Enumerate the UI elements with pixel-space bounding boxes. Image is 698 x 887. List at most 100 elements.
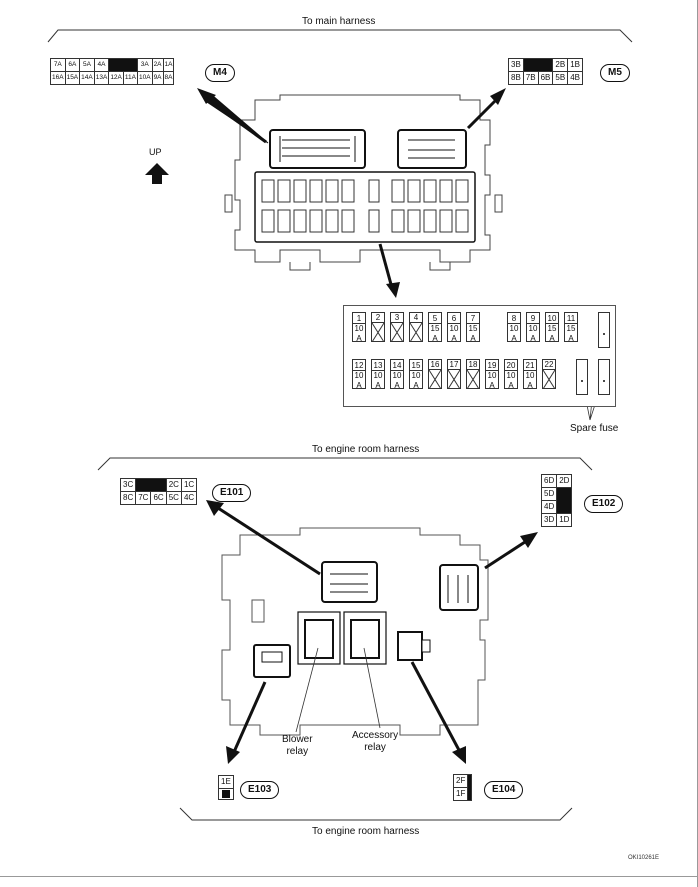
pin-cell: 16A: [50, 71, 66, 85]
engine-harness-label-bottom: To engine room harness: [312, 826, 420, 837]
pin-cell: 6B: [537, 71, 554, 85]
e102-connector-housing: [439, 564, 479, 611]
pin-cell: 14A: [79, 71, 95, 85]
fuse-number: 16: [429, 360, 441, 370]
pin-cell: 12A: [108, 71, 124, 85]
m4-connector-housing: [269, 129, 366, 169]
m5-connector-housing: [397, 129, 467, 169]
blower-relay-line2: relay: [286, 746, 309, 757]
fuse-unit: A: [489, 380, 495, 390]
up-arrow: [145, 163, 169, 184]
fuse-slot-16: 16: [428, 359, 442, 389]
m4-badge: M4: [205, 64, 235, 82]
fuse-slot-18: 18: [466, 359, 480, 389]
fuse-unit: A: [549, 333, 555, 343]
fuse-number: 18: [467, 360, 479, 370]
e104-connector-pinout: 2F 1F: [452, 774, 473, 801]
bottom-junction-block-outline: [221, 527, 489, 736]
fuse-slot-22: 22: [542, 359, 556, 389]
pin-cell: 5A: [79, 58, 95, 72]
empty-slot-cross: [410, 323, 422, 342]
spare-fuse-label: Spare fuse: [570, 423, 619, 434]
pin-cell: 4C: [180, 491, 198, 505]
e101-connector-housing: [321, 561, 378, 603]
pin-cell: 2A: [151, 58, 164, 72]
pin-cell: 13A: [93, 71, 110, 85]
fuse-unit: A: [356, 333, 362, 343]
fuse-number: 13: [372, 361, 384, 371]
fuse-number: 9: [527, 314, 539, 324]
pin-cell: 1E: [218, 775, 234, 789]
fuse-slot-3: 3: [390, 312, 404, 342]
fuse-number: 3: [391, 313, 403, 323]
blower-relay-line1: Blower: [282, 734, 313, 745]
fuse-amperage: 15: [547, 324, 557, 333]
m4-connector-pinout: 7A 6A 5A 4A 3A 2A 1A 16A 15A 14A 13A 12A…: [50, 58, 175, 85]
pin-cell: 4B: [567, 71, 583, 85]
e104-connector-housing: [397, 631, 423, 661]
pin-cell: 11A: [122, 71, 138, 85]
fuse-unit: A: [432, 333, 438, 343]
fuse-number: 1: [353, 314, 365, 324]
fuse-amperage: 10: [487, 371, 497, 380]
fuse-amperage: 10: [506, 371, 516, 380]
arrow-to-e104: [410, 661, 462, 753]
empty-slot-cross: [391, 323, 403, 342]
pin-cell: 3C: [119, 478, 137, 492]
pin-blank: [218, 788, 234, 800]
pin-cell: 8A: [162, 71, 175, 85]
fuse-number: 19: [486, 361, 498, 371]
pin-cell: 8C: [119, 491, 137, 505]
fuse-amperage: 10: [509, 324, 519, 333]
pin-cell: 7C: [135, 491, 152, 505]
fuse-number: 21: [524, 361, 536, 371]
up-label: UP: [149, 147, 162, 157]
arrow-to-e101: [217, 506, 321, 576]
fuse-slot-4: 4: [409, 312, 423, 342]
pin-cell: 3D: [540, 513, 558, 527]
fuse-amperage: 10: [525, 371, 535, 380]
pin-cell: 3B: [508, 58, 524, 72]
fuse-number: 5: [429, 314, 441, 324]
figure-code: OKI10261E: [628, 855, 660, 861]
pin-cell: 1F: [452, 787, 469, 801]
pin-blank: [467, 774, 473, 801]
fuse-number: 15: [410, 361, 422, 371]
fuse-amperage: 15: [430, 324, 440, 333]
e104-badge: E104: [484, 781, 524, 799]
fuse-amperage: 10: [449, 324, 459, 333]
blower-relay-label: Blower relay: [282, 734, 313, 758]
fuse-unit: A: [568, 333, 574, 343]
accessory-relay-leader: [363, 647, 381, 729]
main-harness-bracket: [47, 29, 633, 43]
fuse-unit: A: [530, 333, 536, 343]
arrow-to-e102: [484, 538, 529, 570]
arrow-to-e103: [232, 681, 267, 753]
fuse-amperage: 10: [354, 324, 364, 333]
blower-relay-leader: [295, 647, 319, 733]
fuse-amperage: 15: [566, 324, 576, 333]
fuse-unit: A: [470, 333, 476, 343]
spare-fuse-slot: [576, 359, 588, 395]
pin-cell: 2D: [556, 474, 573, 488]
pin-cell: 8B: [508, 71, 524, 85]
pin-cell: 5D: [540, 487, 558, 501]
top-junction-block-outline: [224, 94, 503, 271]
fuse-unit: A: [413, 380, 419, 390]
pin-cell: 3A: [136, 58, 153, 72]
pin-cell: 7A: [50, 58, 66, 72]
e103-connector-pinout: 1E: [218, 775, 234, 800]
fuse-number: 11: [565, 314, 577, 324]
pin-cell: 4D: [540, 500, 558, 514]
fuse-unit: A: [356, 380, 362, 390]
pin-cell: 15A: [64, 71, 81, 85]
fuse-amperage: 10: [392, 371, 402, 380]
